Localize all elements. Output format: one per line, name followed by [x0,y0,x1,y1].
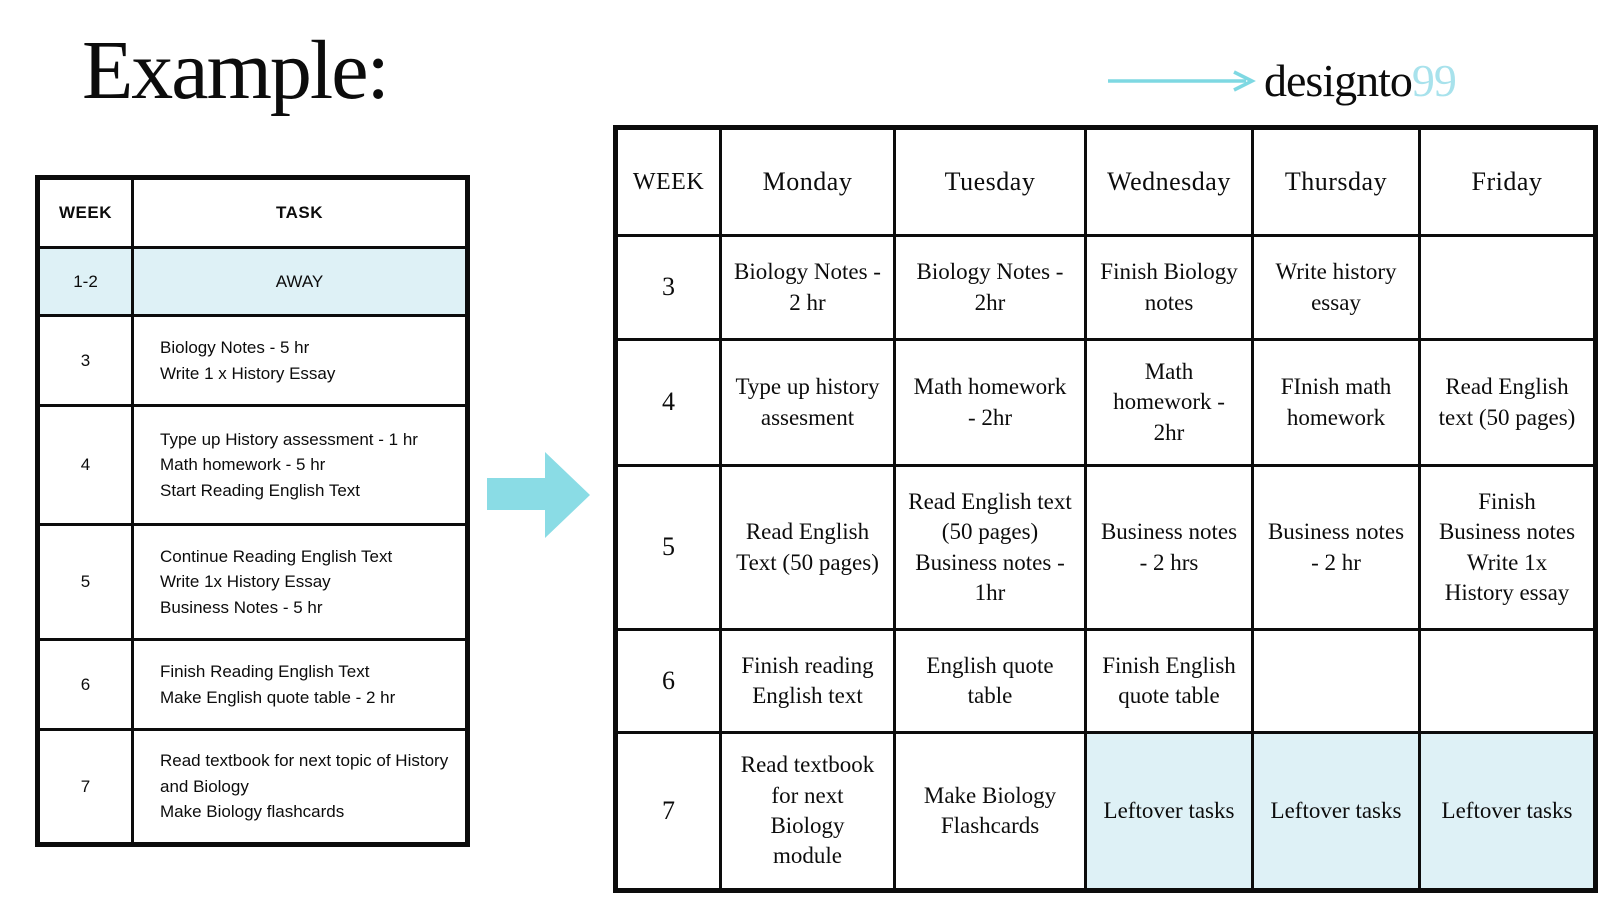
tuesday-cell: English quote table [893,628,1087,734]
task-cell: Read textbook for next topic of History … [131,728,469,846]
table-row: 7 Read textbook for next topic of Histor… [36,728,469,846]
column-header-monday: Monday [719,126,896,237]
table-row: 5 Continue Reading English Text Write 1x… [36,523,469,641]
week-cell: 7 [36,728,134,846]
task-cell: AWAY [131,246,469,317]
tuesday-cell: Biology Notes - 2hr [893,234,1087,341]
week-cell: 4 [36,404,134,526]
monday-cell: Biology Notes - 2 hr [719,234,896,341]
thursday-cell: FInish math homework [1251,338,1421,467]
week-cell: 6 [614,628,722,734]
transform-arrow-icon [487,452,590,538]
column-header-week: WEEK [36,176,134,249]
monday-cell: Finish reading English text [719,628,896,734]
tuesday-cell: Make Biology Flashcards [893,731,1087,892]
monday-cell: Type up history assesment [719,338,896,467]
column-header-wednesday: Wednesday [1084,126,1254,237]
friday-cell [1418,628,1597,734]
column-header-tuesday: Tuesday [893,126,1087,237]
column-header-task: TASK [131,176,469,249]
logo-text-accent: 99 [1411,55,1457,106]
table-row: 1-2 AWAY [36,246,469,317]
task-cell: Biology Notes - 5 hr Write 1 x History E… [131,314,469,407]
week-cell: 5 [36,523,134,641]
tuesday-cell: Math homework - 2hr [893,338,1087,467]
table-row: 6 Finish Reading English Text Make Engli… [36,638,469,731]
column-header-week: WEEK [614,126,722,237]
schedule-header-row: WEEK Monday Tuesday Wednesday Thursday F… [614,126,1597,237]
weekly-schedule-table: WEEK Monday Tuesday Wednesday Thursday F… [613,125,1598,893]
table-row: 3 Biology Notes - 2 hr Biology Notes - 2… [614,234,1597,341]
wednesday-cell: Business notes - 2 hrs [1084,464,1254,631]
task-table-header-row: WEEK TASK [36,176,469,249]
thursday-cell: Write history essay [1251,234,1421,341]
thursday-cell: Business notes - 2 hr [1251,464,1421,631]
task-list-table: WEEK TASK 1-2 AWAY 3 Biology Notes - 5 h… [35,175,470,847]
task-cell: Type up History assessment - 1 hr Math h… [131,404,469,526]
brand-logo: designto99 [1106,55,1457,106]
week-cell: 7 [614,731,722,892]
task-cell: Continue Reading English Text Write 1x H… [131,523,469,641]
table-row: 3 Biology Notes - 5 hr Write 1 x History… [36,314,469,407]
column-header-friday: Friday [1418,126,1597,237]
task-cell: Finish Reading English Text Make English… [131,638,469,731]
table-row: 7 Read textbook for next Biology module … [614,731,1597,892]
wednesday-cell: Math homework - 2hr [1084,338,1254,467]
table-row: 5 Read English Text (50 pages) Read Engl… [614,464,1597,631]
right-arrow-icon [1108,70,1256,92]
table-row: 4 Type up History assessment - 1 hr Math… [36,404,469,526]
column-header-thursday: Thursday [1251,126,1421,237]
week-cell: 5 [614,464,722,631]
tuesday-cell: Read English text (50 pages) Business no… [893,464,1087,631]
week-cell: 3 [614,234,722,341]
monday-cell: Read English Text (50 pages) [719,464,896,631]
friday-cell: Read English text (50 pages) [1418,338,1597,467]
friday-cell [1418,234,1597,341]
logo-wordmark: designto99 [1264,55,1457,106]
week-cell: 6 [36,638,134,731]
thursday-cell [1251,628,1421,734]
logo-text: designto [1264,55,1413,106]
wednesday-cell: Finish English quote table [1084,628,1254,734]
week-cell: 4 [614,338,722,467]
week-cell: 3 [36,314,134,407]
thursday-cell: Leftover tasks [1251,731,1421,892]
friday-cell: Finish Business notes Write 1x History e… [1418,464,1597,631]
wednesday-cell: Leftover tasks [1084,731,1254,892]
table-row: 4 Type up history assesment Math homewor… [614,338,1597,467]
page-title: Example: [82,24,390,117]
wednesday-cell: Finish Biology notes [1084,234,1254,341]
monday-cell: Read textbook for next Biology module [719,731,896,892]
table-row: 6 Finish reading English text English qu… [614,628,1597,734]
week-cell: 1-2 [36,246,134,317]
friday-cell: Leftover tasks [1418,731,1597,892]
